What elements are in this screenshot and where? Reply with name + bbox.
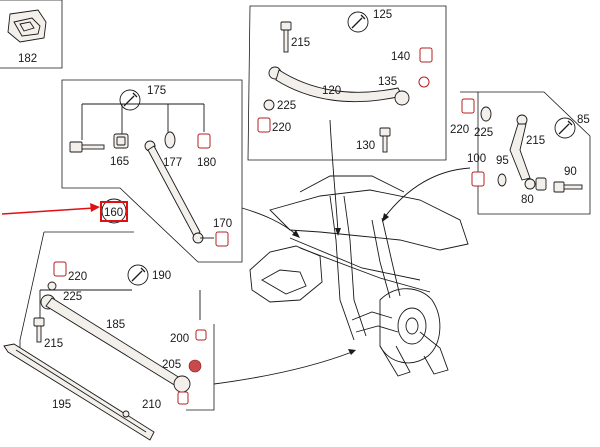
label-215-right: 215 [526,135,545,147]
panel-85: 85 220 225 215 100 95 90 80 [450,91,591,215]
control-arm-part-185 [40,294,191,393]
label-100: 100 [467,153,486,165]
label-195: 195 [52,399,71,411]
label-80: 80 [521,194,534,206]
label-220-right: 220 [450,124,469,136]
label-215-top: 215 [291,37,310,49]
subframe-assembly [249,175,469,377]
panel-182-frame [0,0,63,69]
bolt-part-130 [379,127,391,153]
wrench-icon [119,89,141,111]
label-95: 95 [496,155,509,167]
bolt-part-215-bl [33,317,45,343]
label-90: 90 [564,166,577,178]
panel-190-right-edge [186,324,215,411]
label-180: 180 [197,157,216,169]
wrench-icon [127,264,149,286]
label-220-top: 220 [272,122,291,134]
bolt-part [69,141,105,153]
label-135: 135 [378,76,397,88]
label-225-right: 225 [474,127,493,139]
label-140: 140 [391,51,410,63]
label-190: 190 [152,270,171,282]
label-120: 120 [322,85,341,97]
panel-190-left-edge [19,231,45,350]
panel-175: 175 165 177 180 170 160 [61,79,243,263]
label-125: 125 [373,9,392,21]
label-205: 205 [162,359,181,371]
label-130: 130 [356,140,375,152]
panel-175-frame [61,79,243,263]
rail-part-195 [3,343,155,441]
label-185: 185 [106,319,125,331]
label-225-bl: 225 [63,291,82,303]
panel-190: 190 220 225 185 215 200 205 210 [3,231,215,441]
label-200: 200 [170,333,189,345]
highlight-box-160 [100,201,128,222]
highlight-arrow [1,203,100,215]
label-165: 165 [110,156,129,168]
panel-182: 182 [0,0,63,69]
label-225-top: 225 [277,100,296,112]
label-177: 177 [163,157,182,169]
link-part-80 [509,114,547,191]
leader-lines [213,119,471,385]
label-215-bl: 215 [44,338,63,350]
label-220-bl: 220 [68,271,87,283]
bushing-part [113,133,129,149]
link-rod-part [144,140,214,244]
label-182: 182 [18,53,37,65]
label-170: 170 [213,218,232,230]
label-210: 210 [142,399,161,411]
clip-part-182 [7,9,47,43]
wrench-icon [554,117,576,139]
panel-85-frame [460,91,591,215]
panel-125-frame [247,5,447,161]
nut-part [197,133,211,149]
label-175: 175 [147,85,166,97]
control-arm-part-120 [268,66,410,106]
nut-part-170 [215,231,229,247]
washer-part [164,131,176,149]
label-160: 160 [104,207,123,219]
bolt-part-215 [280,21,292,53]
label-85: 85 [577,114,590,126]
panel-125: 125 215 140 135 120 225 220 130 [247,5,447,161]
bolt-part-90 [553,181,583,193]
wrench-icon [347,11,369,33]
